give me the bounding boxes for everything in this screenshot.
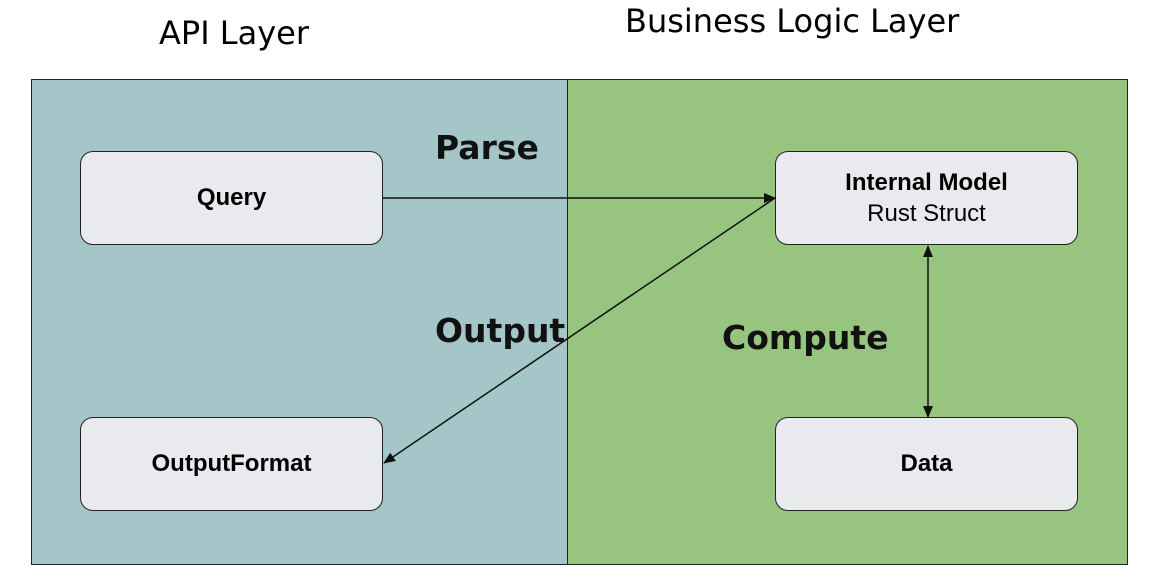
output-arrow xyxy=(383,197,776,464)
output-format-node: OutputFormat xyxy=(80,417,383,511)
output-label: Output xyxy=(435,311,566,350)
compute-label: Compute xyxy=(722,318,889,357)
query-label: Query xyxy=(196,184,267,212)
internal-model-node: Internal Model Rust Struct xyxy=(775,151,1078,245)
parse-label: Parse xyxy=(435,128,539,167)
query-node: Query xyxy=(80,151,383,245)
data-label: Data xyxy=(900,450,953,478)
internal-model-sublabel: Rust Struct xyxy=(867,200,986,227)
internal-model-label: Internal Model xyxy=(845,168,1008,196)
business-layer-title: Business Logic Layer xyxy=(625,2,960,40)
output-format-label: OutputFormat xyxy=(151,450,312,478)
api-layer-title: API Layer xyxy=(159,14,310,52)
data-node: Data xyxy=(775,417,1078,511)
